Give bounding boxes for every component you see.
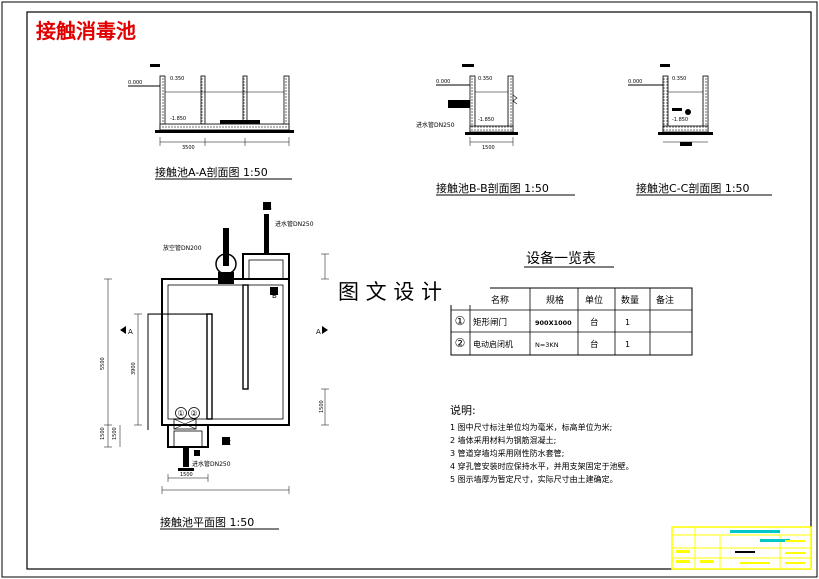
section-aa-title: 接触池A-A剖面图 1:50: [155, 165, 268, 179]
notes-block: 说明: 1 图中尺寸标注单位均为毫米，标高单位为米; 2 墙体采用材料为钢筋混凝…: [450, 403, 634, 484]
aa-bottom-elev: -1.850: [170, 116, 186, 122]
row1-name: 矩形闸门: [473, 317, 507, 328]
plan-drain-pipe: 放空管DN200: [163, 244, 202, 252]
row2-no: ②: [455, 336, 466, 350]
row2-spec: N=3KN: [535, 341, 559, 349]
plan-dim-right: 1500: [319, 400, 325, 413]
row2-unit: 台: [590, 339, 599, 350]
equipment-table-title: 设备一览表: [526, 250, 596, 267]
notes-title: 说明:: [450, 403, 476, 417]
plan-dim-bottom: 1500: [180, 472, 193, 478]
cc-top-elev: 0.350: [672, 76, 686, 82]
section-cc: 0.000 0.350 -1.850 接触池C-C剖面图 1:50: [628, 64, 772, 196]
plan-title: 接触池平面图 1:50: [160, 515, 254, 529]
aa-top-elev: 0.350: [170, 76, 184, 82]
plan-dim-h2: 3900: [131, 362, 137, 375]
th-unit: 单位: [585, 294, 603, 306]
bb-width-dim: 1500: [482, 145, 495, 151]
section-mark-b-mid: B: [272, 292, 277, 300]
watermark-band: [330, 275, 490, 305]
th-name: 名称: [491, 294, 509, 306]
row1-unit: 台: [590, 317, 599, 328]
row2-name: 电动启闭机: [473, 339, 513, 349]
plan-dim-h1: 5500: [100, 357, 106, 370]
plan-dim-h3: 1500: [100, 427, 106, 440]
note-4: 4 穿孔管安装时应保持水平，并用支架固定于池壁。: [450, 461, 634, 471]
th-qty: 数量: [621, 294, 639, 306]
plan-callout-2: ②: [190, 409, 197, 418]
aa-ground-elev: 0.000: [128, 80, 142, 86]
row1-qty: 1: [625, 318, 630, 327]
section-mark-c-bottom: C: [226, 439, 231, 447]
watermark: 图 文 设 计: [338, 280, 442, 304]
section-bb: 0.000 0.350 -1.850 进水管DN250 1500 接触池B-B剖…: [416, 64, 575, 196]
bb-inlet-pipe: 进水管DN250: [416, 121, 455, 129]
plan-dim-h4: 1500: [112, 427, 118, 440]
title-block: [671, 526, 812, 570]
aa-width-dim: 3500: [182, 145, 195, 151]
cc-bottom-elev: -1.850: [672, 117, 688, 123]
section-mark-b-top: B: [267, 204, 272, 212]
plan-inlet-bottom: 进水管DN250: [192, 460, 231, 468]
inner-frame: [26, 11, 812, 570]
section-bb-title: 接触池B-B剖面图 1:50: [436, 181, 549, 195]
bb-ground-elev: 0.000: [436, 79, 450, 85]
plan-callout-1: ①: [177, 409, 184, 418]
plan-inlet-top: 进水管DN250: [275, 220, 314, 228]
th-spec: 规格: [546, 294, 564, 306]
section-mark-a-left: A: [128, 328, 133, 336]
row1-spec: 900X1000: [535, 319, 572, 327]
note-1: 1 图中尺寸标注单位均为毫米，标高单位为米;: [450, 422, 612, 432]
cc-ground-elev: 0.000: [628, 79, 642, 85]
note-5: 5 图示墙厚为暂定尺寸，实际尺寸由土建确定。: [450, 474, 618, 484]
row2-qty: 1: [625, 340, 630, 349]
note-3: 3 管道穿墙均采用刚性防水套管;: [450, 448, 564, 458]
row1-no: ①: [455, 314, 466, 328]
note-2: 2 墙体采用材料为钢筋混凝土;: [450, 435, 556, 445]
section-mark-a-right: A: [316, 328, 321, 336]
plan-view: ① ② 进水管DN250 放空管DN200 进水管DN250 A A B B C…: [100, 202, 329, 530]
section-aa: 0.000 0.350 -1.850 3500 接触池A-A剖面图 1:50: [128, 64, 294, 180]
th-note: 备注: [656, 294, 674, 306]
section-cc-title: 接触池C-C剖面图 1:50: [636, 181, 750, 195]
drawing-title: 接触消毒池: [36, 19, 136, 43]
bb-bottom-elev: -1.850: [478, 117, 494, 123]
bb-top-elev: 0.350: [478, 76, 492, 82]
